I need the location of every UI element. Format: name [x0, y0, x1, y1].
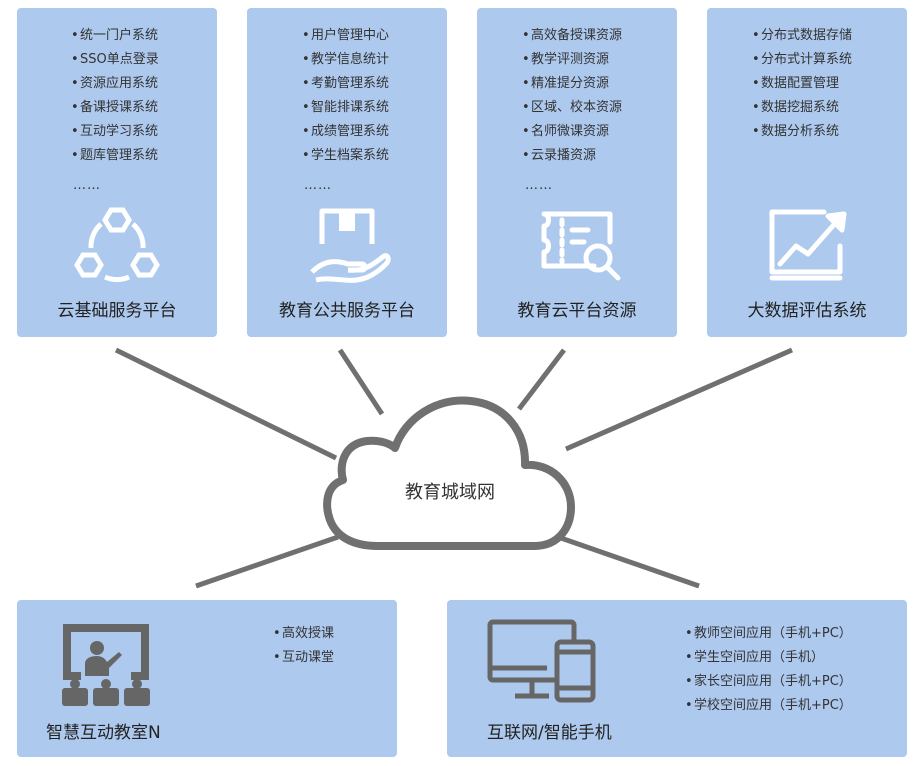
list-item: •数据配置管理 [752, 76, 840, 91]
list-item: •学生档案系统 [302, 148, 390, 163]
connector-line-5 [195, 534, 339, 589]
trend-chart-icon [769, 209, 847, 281]
list-item: •教学信息统计 [302, 52, 390, 67]
list-item: •高效授课 [273, 626, 335, 641]
list-item: •学校空间应用（手机+PC） [685, 698, 852, 713]
list-item: •成绩管理系统 [302, 124, 390, 139]
list-item: •数据挖掘系统 [752, 100, 840, 115]
terminal-card-internet-mobile: •教师空间应用（手机+PC） •学生空间应用（手机） •家长空间应用（手机+PC… [447, 600, 907, 757]
connector-line-2 [337, 348, 385, 416]
connector-line-6 [557, 534, 700, 589]
list-item: •学生空间应用（手机） [685, 650, 825, 665]
list-item: •题库管理系统 [71, 148, 159, 163]
connector-line-1 [114, 347, 338, 461]
platform-item-list: •用户管理中心 •教学信息统计 •考勤管理系统 •智能排课系统 •成绩管理系统 … [247, 24, 447, 168]
platform-card-cloud-base: •统一门户系统 •SSO单点登录 •资源应用系统 •备课授课系统 •互动学习系统… [17, 8, 217, 337]
terminal-title: 智慧互动教室N [46, 723, 161, 743]
list-item: •备课授课系统 [71, 100, 159, 115]
list-item: •互动学习系统 [71, 124, 159, 139]
platform-title: 云基础服务平台 [57, 301, 177, 321]
cloud-icon [323, 396, 575, 550]
more-ellipsis: …… [73, 178, 101, 193]
list-item: •云录播资源 [522, 148, 597, 163]
platform-item-list: •分布式数据存储 •分布式计算系统 •数据配置管理 •数据挖掘系统 •数据分析系… [707, 24, 907, 144]
cloud-label: 教育城域网 [405, 482, 495, 503]
platform-title: 大数据评估系统 [747, 301, 867, 321]
connector-line-3 [517, 348, 566, 411]
list-item: •高效备授课资源 [522, 28, 623, 43]
list-item: •教学评测资源 [522, 52, 610, 67]
list-item: •名师微课资源 [522, 124, 610, 139]
list-item: •分布式数据存储 [752, 28, 853, 43]
classroom-teacher-icon [62, 624, 150, 706]
list-item: •SSO单点登录 [71, 52, 159, 67]
list-item: •家长空间应用（手机+PC） [685, 674, 852, 689]
platform-title: 教育云平台资源 [517, 301, 637, 321]
list-item: •数据分析系统 [752, 124, 840, 139]
list-item: •分布式计算系统 [752, 52, 853, 67]
list-item: •教师空间应用（手机+PC） [685, 626, 852, 641]
monitor-phone-icon [487, 619, 596, 703]
terminal-title: 互联网/智能手机 [487, 723, 612, 743]
more-ellipsis: …… [525, 178, 553, 193]
ticket-search-icon [541, 211, 621, 281]
terminal-item-list: •高效授课 •互动课堂 [273, 622, 397, 670]
connector-line-4 [564, 347, 794, 452]
platform-item-list: •统一门户系统 •SSO单点登录 •资源应用系统 •备课授课系统 •互动学习系统… [17, 24, 217, 168]
list-item: •互动课堂 [273, 650, 335, 665]
platform-card-public-service: •用户管理中心 •教学信息统计 •考勤管理系统 •智能排课系统 •成绩管理系统 … [247, 8, 447, 337]
platform-title: 教育公共服务平台 [279, 301, 415, 321]
list-item: •资源应用系统 [71, 76, 159, 91]
list-item: •智能排课系统 [302, 100, 390, 115]
platform-item-list: •高效备授课资源 •教学评测资源 •精准提分资源 •区域、校本资源 •名师微课资… [477, 24, 677, 168]
hand-holding-box-icon [310, 208, 391, 283]
list-item: •统一门户系统 [71, 28, 159, 43]
terminal-item-list: •教师空间应用（手机+PC） •学生空间应用（手机） •家长空间应用（手机+PC… [685, 622, 907, 718]
more-ellipsis: …… [304, 178, 332, 193]
list-item: •精准提分资源 [522, 76, 610, 91]
platform-card-big-data: •分布式数据存储 •分布式计算系统 •数据配置管理 •数据挖掘系统 •数据分析系… [707, 8, 907, 337]
list-item: •用户管理中心 [302, 28, 390, 43]
list-item: •考勤管理系统 [302, 76, 390, 91]
platform-card-cloud-resources: •高效备授课资源 •教学评测资源 •精准提分资源 •区域、校本资源 •名师微课资… [477, 8, 677, 337]
terminal-card-classroom: •高效授课 •互动课堂 智慧互动教室N [17, 600, 397, 757]
list-item: •区域、校本资源 [522, 100, 623, 115]
hexagon-network-icon [74, 207, 160, 282]
